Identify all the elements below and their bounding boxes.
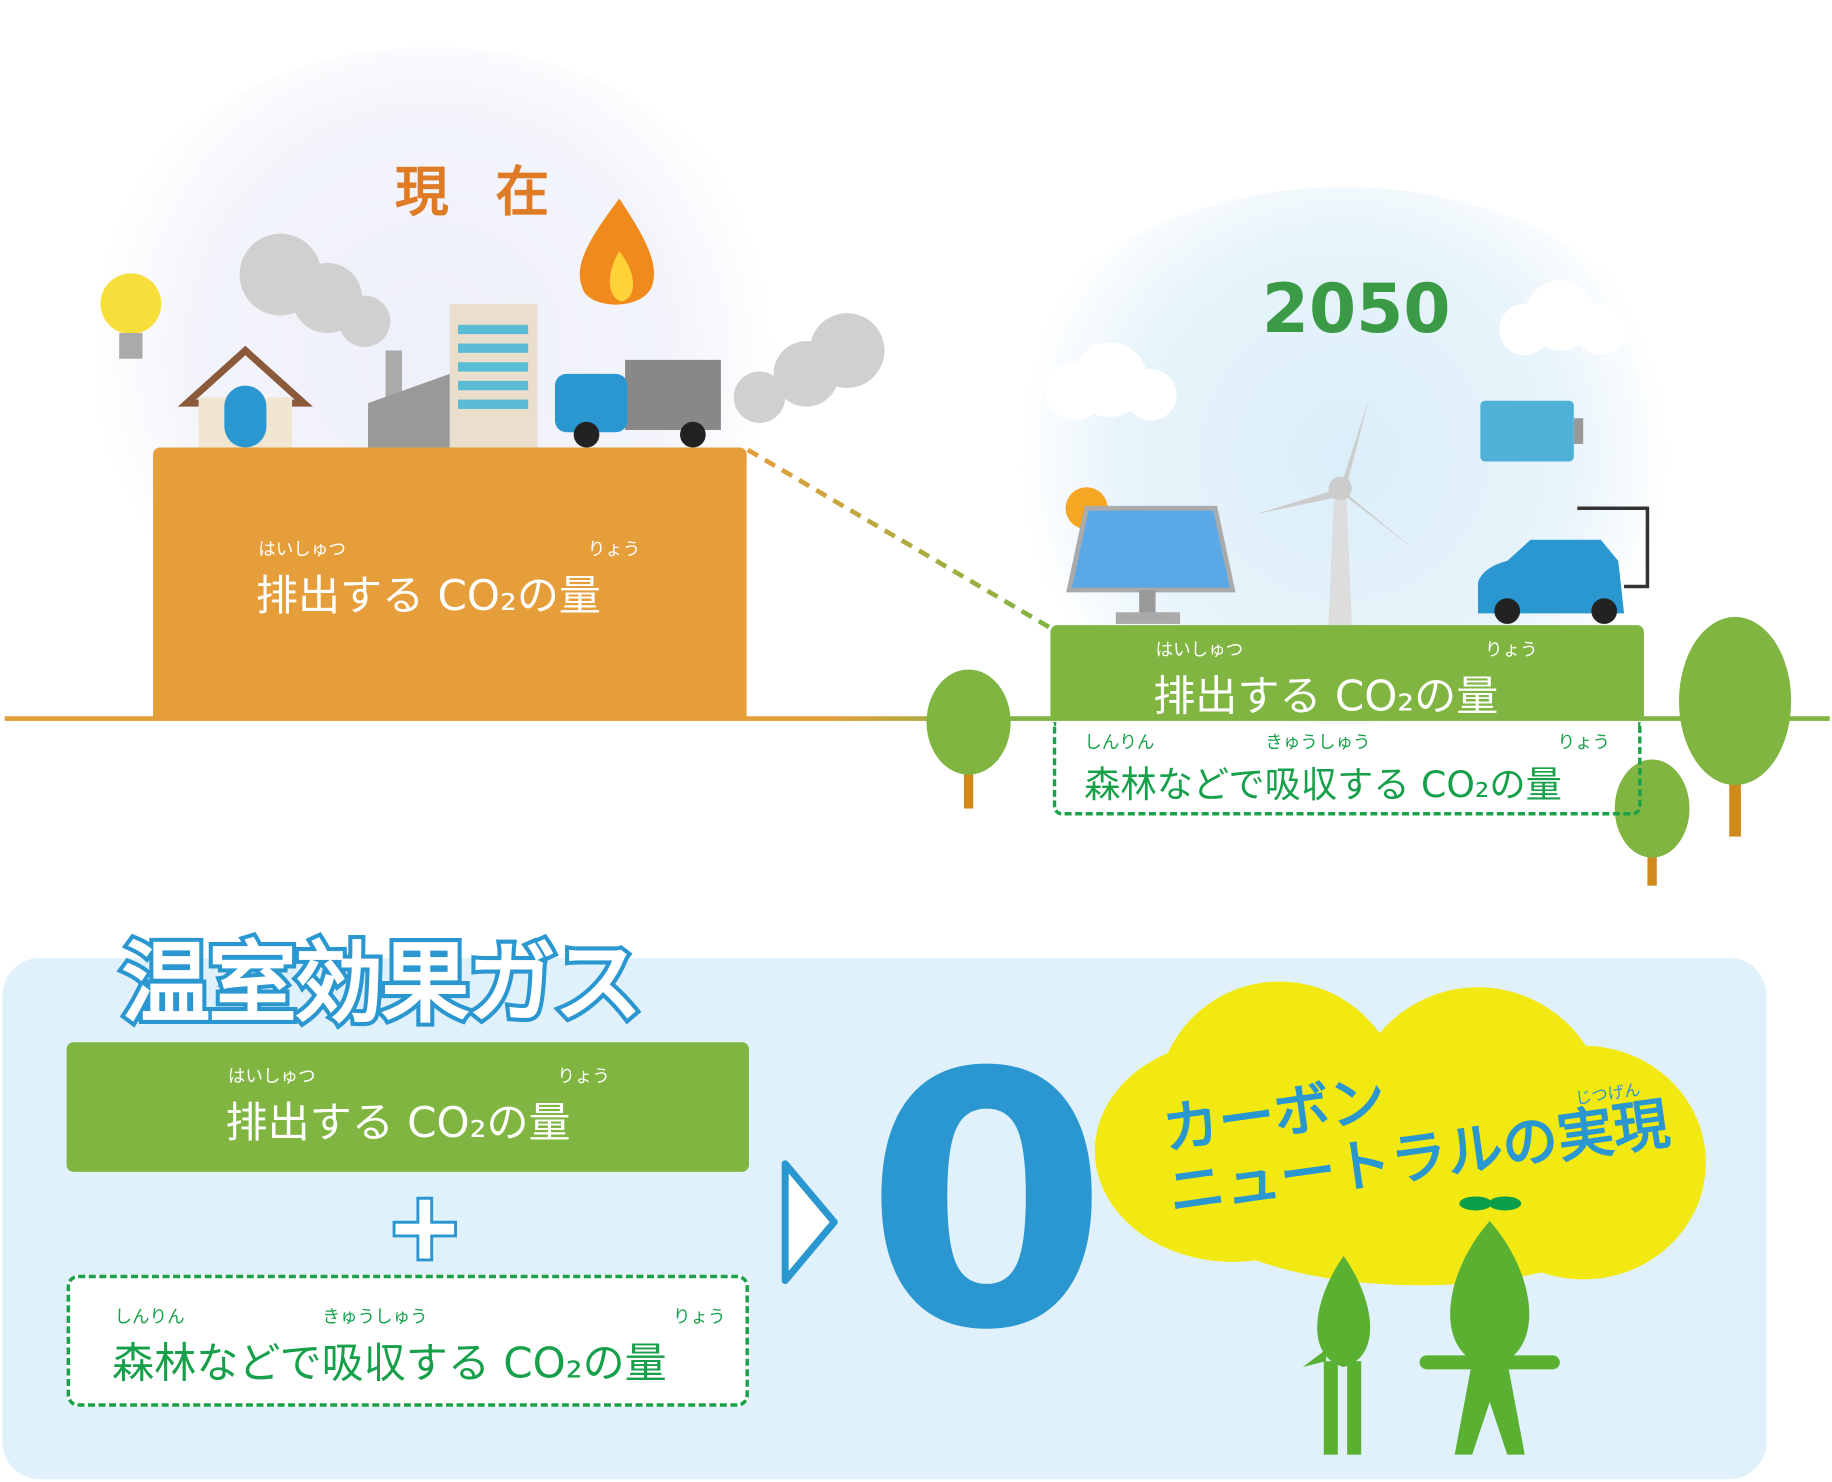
present-emission-box: はいしゅつ りょう 排出する CO₂の量 xyxy=(153,447,747,720)
wind-turbine-icon xyxy=(1256,397,1414,626)
tree-icon xyxy=(926,616,1792,886)
ruby-ryou: りょう xyxy=(587,538,641,560)
fire-icon xyxy=(579,198,655,305)
ruby-shinrin: しんりん xyxy=(114,1306,185,1328)
lightbulb-icon xyxy=(100,273,162,359)
emission-label: 排出する CO₂の量 xyxy=(225,1099,571,1148)
ruby-haishutsu: はいしゅつ xyxy=(1155,639,1244,661)
present-title: 現 在 xyxy=(394,160,564,224)
future-absorption-box: しんりん きゅうしゅう りょう 森林などで吸収する CO₂の量 xyxy=(1052,722,1642,816)
truck-icon xyxy=(554,359,721,448)
result-zero: 0 xyxy=(864,998,1109,1407)
ruby-shinrin: しんりん xyxy=(1084,731,1155,753)
ruby-kyuushuu: きゅうしゅう xyxy=(322,1306,428,1328)
absorption-label: 森林などで吸収する CO₂の量 xyxy=(112,1340,667,1389)
ruby-ryou: りょう xyxy=(557,1065,610,1087)
electric-car-icon xyxy=(1478,506,1650,624)
battery-icon xyxy=(1480,400,1584,462)
house-icon xyxy=(177,345,313,448)
cloud-icon xyxy=(1045,280,1627,421)
exhaust-cloud-icon xyxy=(733,313,885,423)
emission-label: 排出する CO₂の量 xyxy=(255,572,601,621)
absorption-label: 森林などで吸収する CO₂の量 xyxy=(1084,764,1562,807)
ruby-ryou: りょう xyxy=(672,1306,726,1328)
greenhouse-gas-heading: 温室効果ガス xyxy=(117,927,646,1039)
small-sprout-character-icon xyxy=(1302,1256,1371,1455)
ground-line xyxy=(4,716,1830,721)
absorption-box: しんりん きゅうしゅう りょう 森林などで吸収する CO₂の量 xyxy=(66,1274,749,1407)
plus-icon: + xyxy=(383,1171,467,1281)
future-emission-box: はいしゅつ りょう 排出する CO₂の量 xyxy=(1050,625,1644,721)
smoke-cloud-icon xyxy=(239,233,391,348)
factory-icon xyxy=(368,303,538,448)
sprout-characters xyxy=(1302,1196,1560,1455)
ruby-haishutsu: はいしゅつ xyxy=(258,538,346,560)
ruby-ryou: りょう xyxy=(1557,731,1611,753)
future-illustration xyxy=(926,280,1792,886)
future-title: 2050 xyxy=(1261,268,1451,349)
speech-cloud xyxy=(1094,981,1706,1286)
large-sprout-character-icon xyxy=(1419,1220,1560,1455)
ruby-haishutsu: はいしゅつ xyxy=(227,1065,316,1087)
arrow-right-icon xyxy=(781,1160,838,1285)
ruby-kyuushuu: きゅうしゅう xyxy=(1265,731,1371,753)
present-illustration xyxy=(100,198,885,448)
emission-label: 排出する CO₂の量 xyxy=(1153,672,1499,721)
leaf-icon xyxy=(1459,1196,1522,1211)
ruby-ryou: りょう xyxy=(1485,639,1538,661)
emission-box: はいしゅつ りょう 排出する CO₂の量 xyxy=(66,1042,749,1172)
solar-panel-icon xyxy=(1066,505,1236,624)
